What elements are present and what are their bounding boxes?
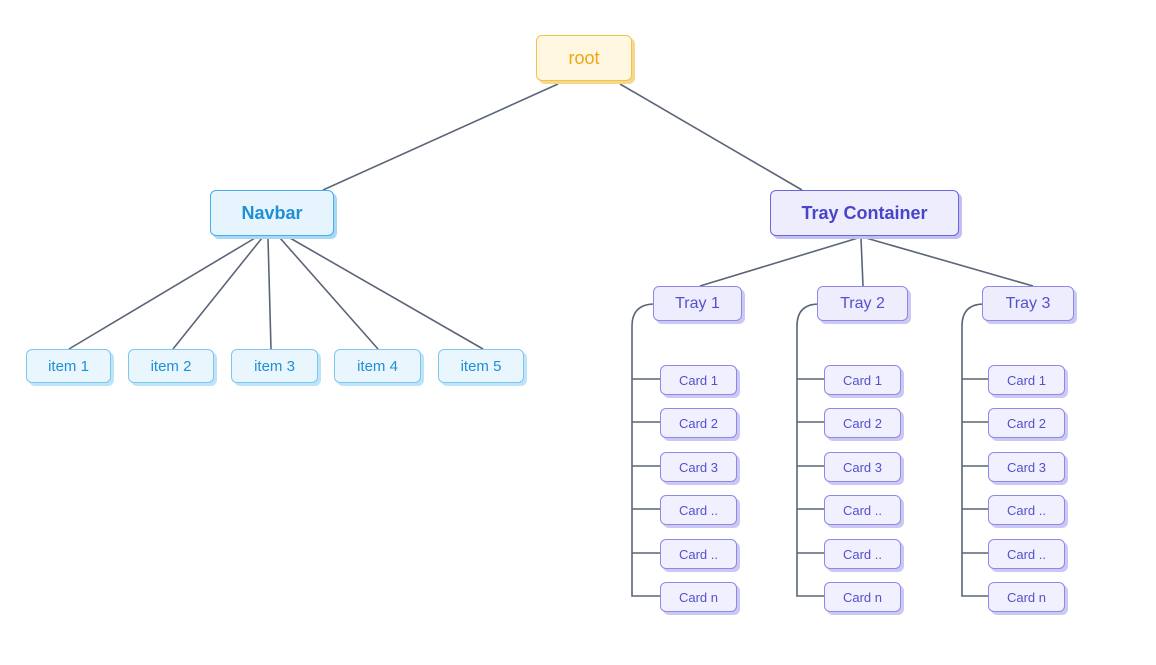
tray-2-card-6: Card n <box>824 582 901 612</box>
tray-1-card-5: Card .. <box>660 539 737 569</box>
edge-tray-3-spine <box>961 303 988 597</box>
tray-3-card-5: Card .. <box>988 539 1065 569</box>
navbar-item-1: item 1 <box>26 349 111 383</box>
navbar-item-2: item 2 <box>128 349 214 383</box>
tray-2-card-1: Card 1 <box>824 365 901 395</box>
tray-2-node: Tray 2 <box>817 286 908 321</box>
edge-navbar-item-4 <box>279 237 379 350</box>
tray-container-node: Tray Container <box>770 190 959 236</box>
edge-root-tray-container <box>619 83 803 191</box>
edge-navbar-item-5 <box>289 237 484 350</box>
tray-3-card-3: Card 3 <box>988 452 1065 482</box>
edge-container-tray-2 <box>860 237 864 287</box>
edge-navbar-item-2 <box>172 237 263 350</box>
tray-3-card-6: Card n <box>988 582 1065 612</box>
tray-3-node: Tray 3 <box>982 286 1074 321</box>
edge-navbar-item-3 <box>267 237 272 350</box>
tray-3-card-1: Card 1 <box>988 365 1065 395</box>
navbar-node: Navbar <box>210 190 334 236</box>
tray-2-card-3: Card 3 <box>824 452 901 482</box>
tray-1-node: Tray 1 <box>653 286 742 321</box>
tray-2-card-4: Card .. <box>824 495 901 525</box>
tray-1-card-6: Card n <box>660 582 737 612</box>
edge-container-tray-1 <box>699 237 859 287</box>
edge-navbar-item-1 <box>68 237 256 350</box>
navbar-item-5: item 5 <box>438 349 524 383</box>
tray-1-card-3: Card 3 <box>660 452 737 482</box>
tray-1-card-4: Card .. <box>660 495 737 525</box>
navbar-item-3: item 3 <box>231 349 318 383</box>
tray-3-card-4: Card .. <box>988 495 1065 525</box>
navbar-item-4: item 4 <box>334 349 421 383</box>
edge-tray-1-spine <box>631 303 660 597</box>
edge-tray-2-spine <box>796 303 824 597</box>
tray-3-card-2: Card 2 <box>988 408 1065 438</box>
tray-2-card-5: Card .. <box>824 539 901 569</box>
tray-1-card-2: Card 2 <box>660 408 737 438</box>
root-node: root <box>536 35 632 81</box>
tray-1-card-1: Card 1 <box>660 365 737 395</box>
edge-root-navbar <box>322 83 559 191</box>
edge-container-tray-3 <box>865 237 1034 287</box>
tray-2-card-2: Card 2 <box>824 408 901 438</box>
